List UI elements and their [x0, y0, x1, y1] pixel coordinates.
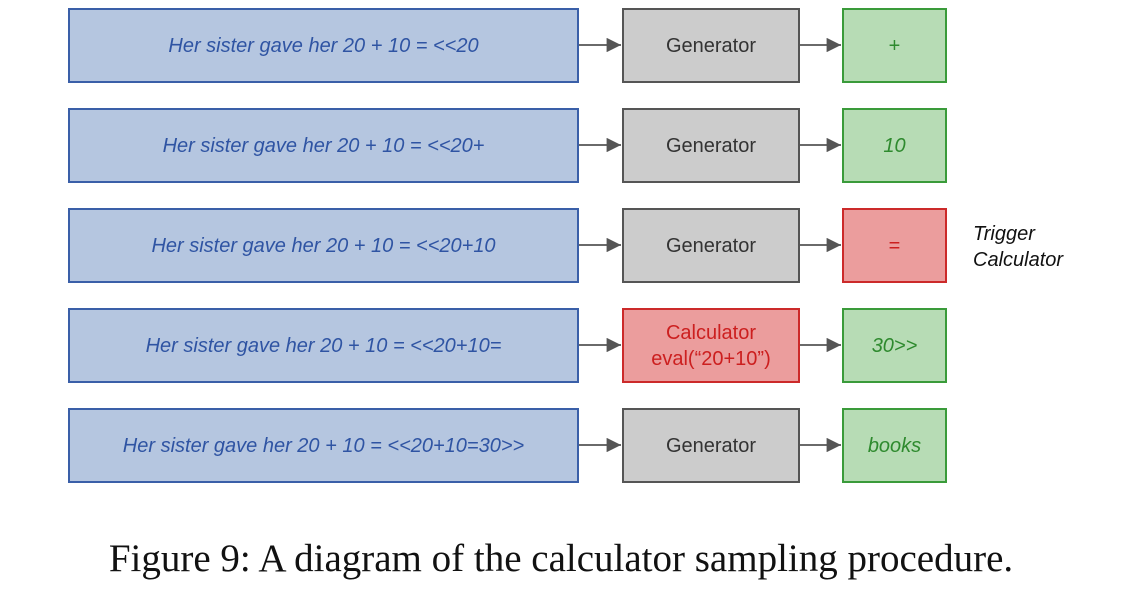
generator-box-row-2: Generator: [622, 108, 800, 183]
input-text-row-3: Her sister gave her 20 + 10 = <<20+10: [68, 208, 579, 283]
input-text-row-2: Her sister gave her 20 + 10 = <<20+: [68, 108, 579, 183]
input-text-row-5: Her sister gave her 20 + 10 = <<20+10=30…: [68, 408, 579, 483]
calculator-box-row-4: Calculator eval(“20+10”): [622, 308, 800, 383]
generator-box-row-3: Generator: [622, 208, 800, 283]
input-text-row-1: Her sister gave her 20 + 10 = <<20: [68, 8, 579, 83]
generator-box-row-5: Generator: [622, 408, 800, 483]
flow-arrows: [579, 37, 841, 453]
trigger-calculator-note: Trigger Calculator: [973, 221, 1063, 273]
figure-caption: Figure 9: A diagram of the calculator sa…: [108, 537, 1014, 580]
trigger-token-row-3: =: [842, 208, 947, 283]
output-token-row-2: 10: [842, 108, 947, 183]
calculator-eval-expression: eval(“20+10”): [651, 347, 771, 370]
calculator-label: Calculator: [665, 321, 757, 344]
output-token-row-5: books: [842, 408, 947, 483]
generator-box-row-1: Generator: [622, 8, 800, 83]
trigger-note-line-2: Calculator: [973, 249, 1064, 271]
output-token-row-4: 30>>: [842, 308, 947, 383]
input-text-row-4: Her sister gave her 20 + 10 = <<20+10=: [68, 308, 579, 383]
trigger-note-line-1: Trigger: [973, 223, 1035, 245]
output-token-row-1: +: [842, 8, 947, 83]
